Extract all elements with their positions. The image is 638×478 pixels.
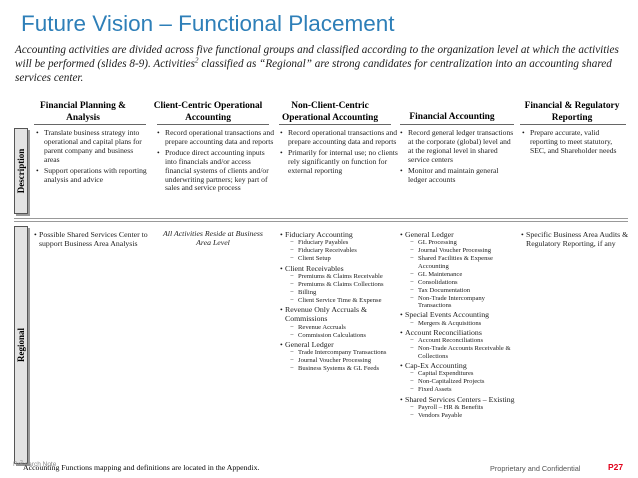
regional-group-head: Client Receivables — [280, 264, 396, 273]
description-item: Record general ledger transactions at th… — [400, 128, 516, 165]
description-item: Produce direct accounting inputs into fi… — [157, 148, 277, 194]
description-non-client-centric: Record operational transactions and prep… — [280, 128, 398, 178]
regional-row-label: Regional — [14, 226, 28, 464]
intro-text-2: classified as “Regional” are strong cand… — [15, 58, 612, 85]
description-item: Primarily for internal use; no clients r… — [280, 148, 398, 176]
regional-subitem: Mergers & Acquisitions — [410, 320, 518, 328]
regional-subitem: Commission Calculations — [290, 332, 396, 340]
regional-subitem: Premiums & Claims Receivable — [290, 273, 396, 281]
regional-subitem: Journal Voucher Processing — [290, 357, 396, 365]
column-header-client-centric: Client-Centric Operational Accounting — [153, 101, 263, 123]
description-fpa: Translate business strategy into operati… — [36, 128, 150, 186]
row-divider-bottom — [14, 221, 628, 222]
regional-financial-accounting: General Ledger GL Processing Journal Vou… — [400, 229, 518, 420]
header-underline-1 — [34, 124, 146, 125]
column-header-fpa: Financial Planning & Analysis — [40, 101, 126, 123]
header-underline-2 — [157, 124, 269, 125]
regional-group-head: General Ledger — [280, 340, 396, 349]
regional-item: Specific Business Area Audits & Regulato… — [521, 230, 631, 248]
regional-subitem: Billing — [290, 289, 396, 297]
description-item: Support operations with reporting analys… — [36, 166, 150, 185]
description-financial-accounting: Record general ledger transactions at th… — [400, 128, 516, 186]
regional-group-head: Special Events Accounting — [400, 310, 518, 319]
regional-subitem: Business Systems & GL Feeds — [290, 365, 396, 373]
regional-group-head: Shared Services Centers – Existing — [400, 395, 518, 404]
regional-subitem: Tax Documentation — [410, 287, 518, 295]
regional-subitem: Payroll – HR & Benefits — [410, 404, 518, 412]
regional-subitem: Revenue Accruals — [290, 324, 396, 332]
description-item: Prepare accurate, valid reporting to mee… — [522, 128, 628, 156]
regional-subitem: Trade Intercompany Transactions — [290, 349, 396, 357]
regional-subitem: Non-Trade Intercompany Transactions — [410, 295, 518, 310]
page-number: P27 — [608, 462, 624, 472]
footnote-mark: 2 — [20, 460, 23, 466]
description-row-label: Description — [14, 128, 28, 214]
regional-subitem: Consolidations — [410, 279, 518, 287]
regional-item: Possible Shared Services Center to suppo… — [34, 230, 150, 248]
regional-group-head: Account Reconciliations — [400, 328, 518, 337]
regional-subitem: Shared Facilities & Expense Accounting — [410, 255, 518, 270]
regional-subitem: Client Service Time & Expense — [290, 297, 396, 305]
column-header-financial-accounting: Financial Accounting — [409, 112, 495, 122]
description-item: Translate business strategy into operati… — [36, 128, 150, 165]
intro-paragraph: Accounting activities are divided across… — [15, 43, 627, 86]
description-item: Monitor and maintain general ledger acco… — [400, 166, 516, 185]
row-divider-top — [14, 218, 628, 219]
regional-subitem: Vendors Payable — [410, 412, 518, 420]
regional-subitem: Fixed Assets — [410, 386, 518, 394]
description-item: Record operational transactions and prep… — [157, 128, 277, 147]
footnote-tag: Research Note — [13, 461, 57, 468]
regional-subitem: Fiduciary Payables — [290, 239, 396, 247]
regional-subitem: Premiums & Claims Collections — [290, 281, 396, 289]
footnote: Research Note 2 Accounting Functions map… — [13, 460, 260, 472]
regional-group-head: Fiduciary Accounting — [280, 230, 396, 239]
description-reporting: Prepare accurate, valid reporting to mee… — [522, 128, 628, 158]
regional-subitem: Journal Voucher Processing — [410, 247, 518, 255]
regional-subitem: Client Setup — [290, 255, 396, 263]
regional-fpa: Possible Shared Services Center to suppo… — [34, 229, 150, 248]
intro-text-1: Accounting activities are divided across… — [15, 44, 619, 71]
header-underline-3 — [279, 124, 391, 125]
footnote-text: Accounting Functions mapping and definit… — [23, 463, 260, 472]
regional-subitem: GL Maintenance — [410, 271, 518, 279]
regional-subitem: Account Reconciliations — [410, 337, 518, 345]
description-item: Record operational transactions and prep… — [280, 128, 398, 147]
page-title: Future Vision – Functional Placement — [21, 11, 395, 36]
regional-reporting: Specific Business Area Audits & Regulato… — [521, 229, 631, 248]
regional-subitem: GL Processing — [410, 239, 518, 247]
header-underline-5 — [520, 124, 626, 125]
header-underline-4 — [400, 124, 514, 125]
regional-group-head: General Ledger — [400, 230, 518, 239]
column-header-reporting: Financial & Regulatory Reporting — [524, 101, 620, 123]
regional-group-head: Cap-Ex Accounting — [400, 361, 518, 370]
description-client-centric: Record operational transactions and prep… — [157, 128, 277, 195]
regional-client-centric-note: All Activities Reside at Business Area L… — [163, 229, 263, 248]
regional-subitem: Non-Capitalized Projects — [410, 378, 518, 386]
regional-group-head: Revenue Only Accruals & Commissions — [280, 305, 396, 323]
regional-subitem: Capital Expenditures — [410, 370, 518, 378]
column-header-non-client-centric: Non-Client-Centric Operational Accountin… — [281, 101, 379, 123]
regional-non-client-centric: Fiduciary Accounting Fiduciary Payables … — [280, 229, 396, 374]
regional-subitem: Fiduciary Receivables — [290, 247, 396, 255]
intro-footnote-mark: 2 — [195, 56, 199, 65]
regional-subitem: Non-Trade Accounts Receivable & Collecti… — [410, 345, 518, 360]
proprietary-label: Proprietary and Confidential — [490, 464, 581, 473]
